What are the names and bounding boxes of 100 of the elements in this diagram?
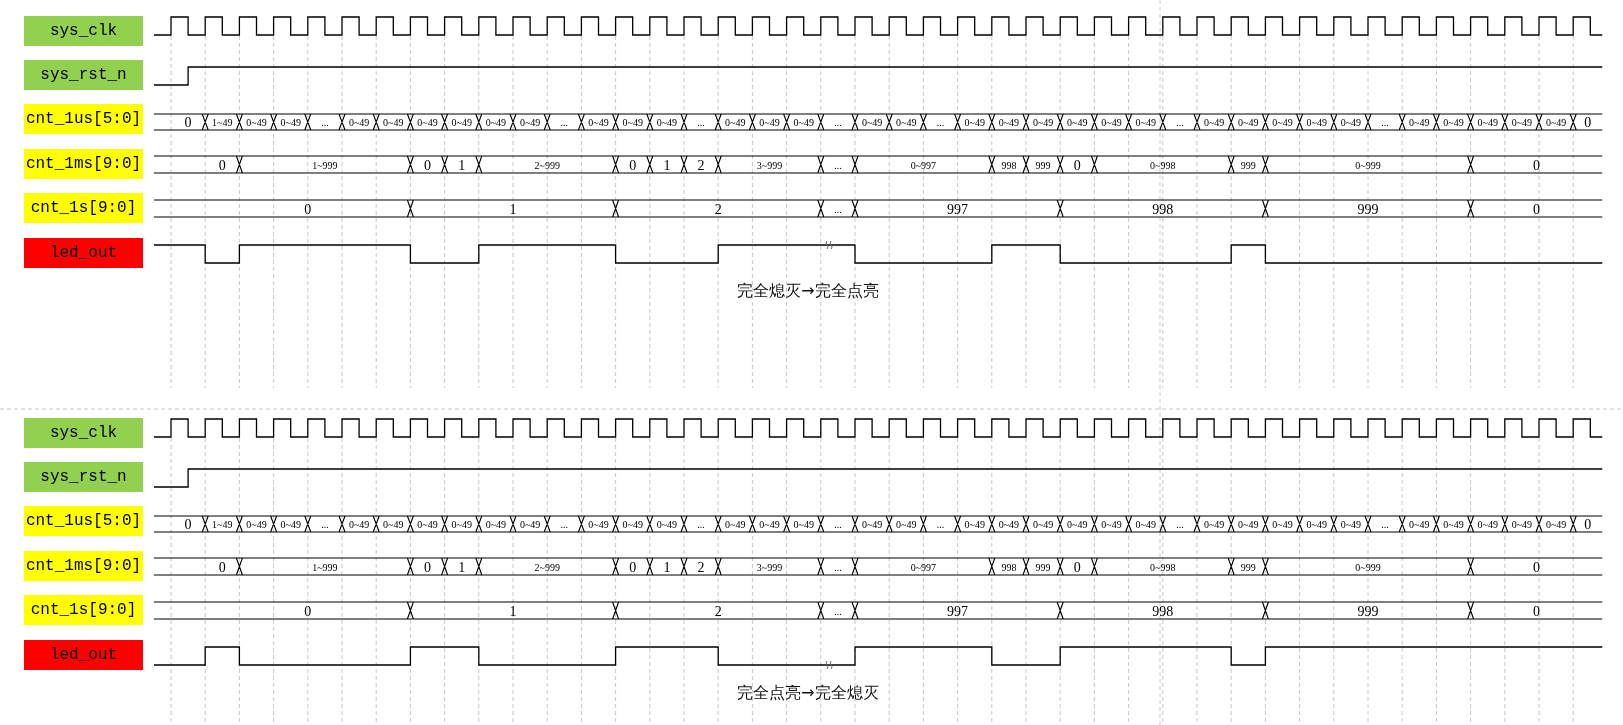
bus-value: 1 <box>458 560 466 575</box>
bus-value: ... <box>834 160 842 171</box>
bus-value: 0~49 <box>793 118 814 128</box>
bus-value: 0 <box>304 202 312 217</box>
bus-value: 0~49 <box>896 520 917 530</box>
bus-value: 0~49 <box>280 118 301 128</box>
bus-value: ... <box>834 606 842 617</box>
bus-value: 0 <box>1532 202 1540 217</box>
bus-value: 0~997 <box>910 562 937 573</box>
bus-value: 999 <box>1035 562 1051 573</box>
bus-value: 998 <box>1001 160 1017 171</box>
bus-value: ... <box>936 520 945 530</box>
bus-value: 1~49 <box>212 520 233 530</box>
bus-value: 2~999 <box>534 562 560 573</box>
bus-value: 0~999 <box>1355 160 1381 171</box>
bus-value: 1 <box>458 158 466 173</box>
bus-value: 998 <box>1001 562 1017 573</box>
bus-value: 997 <box>947 202 969 217</box>
annotation-text: 完全点亮→完全熄灭 <box>737 682 879 704</box>
bus-value: 3~999 <box>756 160 783 171</box>
bus-value: ... <box>321 118 329 128</box>
bus-value: 0~49 <box>1238 520 1259 530</box>
bus-value: 0 <box>184 116 192 130</box>
bus-value: 0~49 <box>280 520 301 530</box>
signal-label: led_out <box>24 640 143 670</box>
signal-label: cnt_1s[9:0] <box>24 193 143 223</box>
bus-value: 997 <box>947 604 969 619</box>
bus-value: 3~999 <box>756 562 783 573</box>
bus-value: 2 <box>714 202 722 217</box>
annotation-text: 完全熄灭→完全点亮 <box>737 280 879 302</box>
bus-value: 1~999 <box>312 160 338 171</box>
bus-value: 0~49 <box>485 520 507 530</box>
bus-value: 1 <box>509 604 517 619</box>
bus-value: 2 <box>697 158 705 173</box>
bus-value: 0 <box>1073 158 1081 173</box>
bus-value: 0~49 <box>861 118 883 128</box>
bus-value: 0~49 <box>1203 520 1225 530</box>
bus-value: 1 <box>509 202 517 217</box>
bus-value: 0~49 <box>622 118 643 128</box>
bus-value: 0~49 <box>1135 118 1156 128</box>
bus-value: ... <box>834 118 842 128</box>
bus-value: 0~49 <box>998 118 1020 128</box>
bus-value: 0 <box>424 560 431 575</box>
bus-value: ... <box>1176 520 1184 530</box>
bus-value: 0~49 <box>1203 118 1225 128</box>
bus-value: 0~49 <box>656 520 678 530</box>
bus-value: ... <box>936 118 945 128</box>
bus-value: 0 <box>1532 604 1540 619</box>
bus-value: ... <box>1176 118 1184 128</box>
bus-value: 0 <box>1532 560 1540 575</box>
bus-value: 0~49 <box>348 118 370 128</box>
bus-value: ... <box>697 118 705 128</box>
bus-value: 0~49 <box>1511 118 1533 128</box>
bus-value: 0~49 <box>1101 520 1122 530</box>
bus-value: ... <box>834 562 842 573</box>
bus-value: 0~49 <box>417 520 438 530</box>
bus-value: 1~999 <box>312 562 338 573</box>
bus-value: 1 <box>663 560 671 575</box>
bus-value: 0~49 <box>588 520 609 530</box>
bus-value: 0~49 <box>1067 520 1088 530</box>
bus-value: 999 <box>1357 604 1379 619</box>
bus-value: 0 <box>184 518 192 532</box>
bus-value: 0~49 <box>348 520 370 530</box>
bus-value: 999 <box>1035 160 1051 171</box>
bus-value: 0 <box>1584 518 1592 532</box>
signal-label: cnt_1ms[9:0] <box>24 149 143 179</box>
bus-value: ... <box>834 520 842 530</box>
bus-value: 0~49 <box>1340 520 1362 530</box>
bus-value: 0 <box>1584 116 1592 130</box>
bus-value: 1 <box>663 158 671 173</box>
bus-value: ... <box>1381 520 1389 530</box>
bus-value: ... <box>321 520 329 530</box>
bus-value: 0~49 <box>656 118 678 128</box>
bus-value: 999 <box>1357 202 1379 217</box>
bus-value: 0 <box>1073 560 1081 575</box>
bus-value: 0~998 <box>1150 160 1176 171</box>
bus-value: 0~49 <box>383 520 404 530</box>
signal-label: led_out <box>24 238 143 268</box>
bus-value: 0~49 <box>451 520 472 530</box>
bus-value: 0~49 <box>519 118 541 128</box>
signal-label: sys_rst_n <box>24 60 143 90</box>
bus-value: 0~49 <box>759 520 780 530</box>
bus-value: 0~49 <box>759 118 780 128</box>
bus-value: ... <box>560 118 569 128</box>
signal-label: cnt_1s[9:0] <box>24 595 143 625</box>
bus-value: ... <box>697 520 705 530</box>
bus-value: 0 <box>629 158 637 173</box>
bus-value: 0~49 <box>1135 520 1156 530</box>
bus-value: 999 <box>1240 562 1256 573</box>
bus-value: 0~49 <box>246 118 267 128</box>
bus-value: 0~49 <box>417 118 438 128</box>
bus-value: ... <box>1381 118 1389 128</box>
bus-value: 0~49 <box>725 520 746 530</box>
bus-value: 0~49 <box>485 118 507 128</box>
bus-value: 0~49 <box>383 118 404 128</box>
bus-value: 0~49 <box>451 118 472 128</box>
bus-value: ... <box>834 204 842 215</box>
bus-value: 0~999 <box>1355 562 1381 573</box>
bus-value: 0 <box>218 560 226 575</box>
bus-value: 0~49 <box>1477 520 1498 530</box>
